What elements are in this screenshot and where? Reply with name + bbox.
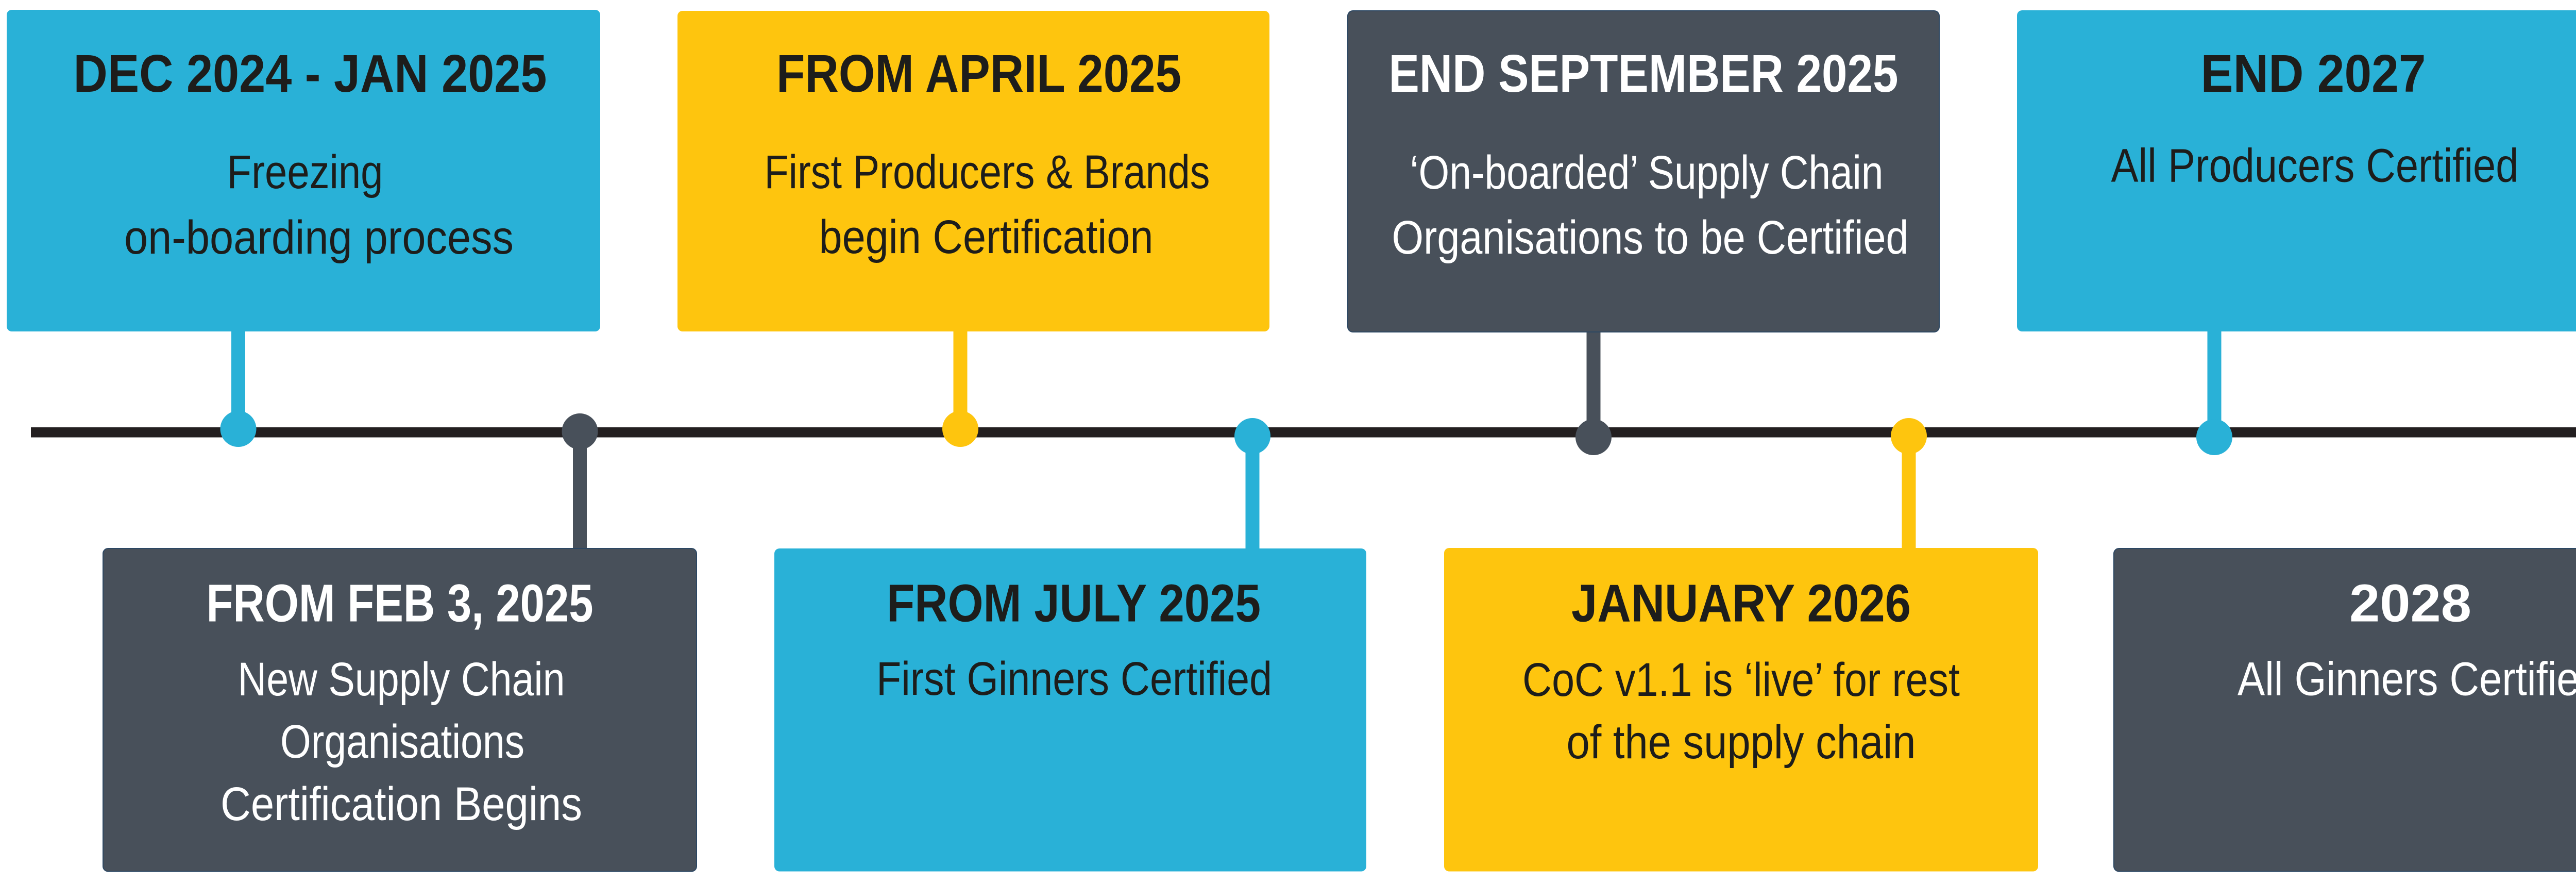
svg-text:All Ginners Certified: All Ginners Certified: [2238, 653, 2576, 706]
svg-text:Certification Begins: Certification Begins: [221, 778, 582, 830]
svg-text:DEC 2024 - JAN 2025: DEC 2024 - JAN 2025: [74, 44, 547, 103]
svg-text:of the supply chain: of the supply chain: [1567, 716, 1916, 769]
svg-text:END SEPTEMBER 2025: END SEPTEMBER 2025: [1389, 44, 1899, 103]
svg-text:Organisations: Organisations: [280, 715, 524, 768]
svg-text:2028: 2028: [2349, 574, 2471, 633]
svg-text:begin Certification: begin Certification: [819, 211, 1154, 263]
svg-text:CoC v1.1 is ‘live’ for rest: CoC v1.1 is ‘live’ for rest: [1522, 654, 1960, 706]
svg-text:Freezing: Freezing: [227, 146, 383, 198]
svg-text:New Supply Chain: New Supply Chain: [238, 653, 565, 706]
svg-text:FROM JULY 2025: FROM JULY 2025: [887, 574, 1261, 633]
svg-text:END 2027: END 2027: [2201, 44, 2426, 103]
svg-text:First Producers & Brands: First Producers & Brands: [765, 146, 1210, 198]
svg-text:on-boarding process: on-boarding process: [124, 211, 514, 264]
svg-text:First Ginners Certified: First Ginners Certified: [876, 653, 1272, 705]
svg-text:All Producers Certified: All Producers Certified: [2111, 140, 2519, 192]
svg-text:‘On-boarded’ Supply Chain: ‘On-boarded’ Supply Chain: [1410, 146, 1884, 199]
svg-text:Organisations to be Certified: Organisations to be Certified: [1392, 211, 1909, 264]
svg-text:FROM APRIL 2025: FROM APRIL 2025: [776, 44, 1181, 103]
svg-text:JANUARY 2026: JANUARY 2026: [1571, 574, 1911, 633]
svg-text:FROM FEB 3, 2025: FROM FEB 3, 2025: [207, 574, 594, 633]
